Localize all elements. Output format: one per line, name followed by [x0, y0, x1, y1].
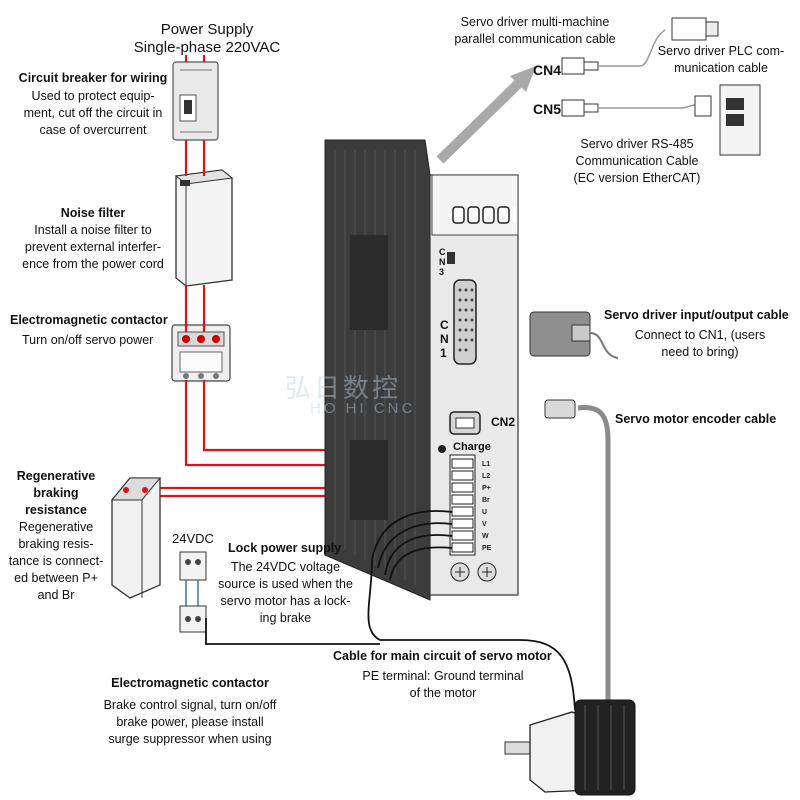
circuit-breaker-desc: ment, cut off the circuit in: [23, 106, 163, 120]
cn4-connector: [561, 17, 719, 75]
contactor-top: [171, 324, 231, 382]
dc24-supply: [179, 551, 207, 633]
cn5-label: CN5: [533, 101, 562, 117]
encoder-cable: [544, 399, 611, 700]
regen-desc: tance is connect-: [8, 554, 104, 568]
regen-title: resistance: [25, 503, 87, 517]
terminal-label: L1: [482, 461, 491, 468]
terminal-label: V: [482, 521, 487, 528]
io-cable-desc: need to bring): [661, 345, 739, 359]
regen-title: braking: [33, 486, 79, 500]
lock-power-desc: servo motor has a lock-: [220, 594, 351, 608]
rs485-desc: Communication Cable: [575, 154, 699, 168]
terminal-label: U: [482, 509, 488, 516]
main-cable-desc: of the motor: [409, 686, 477, 700]
terminal-label: L2: [482, 473, 491, 480]
noise-filter: [174, 169, 234, 287]
lock-power-desc: ing brake: [259, 611, 312, 625]
contactor-top-title: Electromagnetic contactor: [10, 313, 168, 327]
rs485-desc: (EC version EtherCAT): [573, 171, 701, 185]
io-cable-desc: Connect to CN1, (users: [634, 328, 766, 342]
terminal-label: Br: [482, 497, 490, 504]
noise-filter-desc: Install a noise filter to: [34, 223, 152, 237]
noise-filter-desc: prevent external interfer-: [24, 240, 162, 254]
power-supply-title: Power Supply: [160, 21, 254, 38]
servo-driver: [324, 139, 519, 601]
contactor-bottom-desc: surge suppressor when using: [108, 732, 272, 746]
noise-filter-desc: ence from the power cord: [22, 257, 164, 271]
cn1-label: C N 1: [440, 318, 449, 360]
multi-machine-desc: parallel communication cable: [454, 32, 616, 46]
plc-cable-desc: Servo driver PLC com-: [657, 44, 785, 58]
io-connector: [529, 311, 619, 359]
motor-wires: [205, 510, 576, 711]
regenerative-resistor: [110, 477, 162, 599]
circuit-breaker-title: Circuit breaker for wiring: [18, 71, 168, 85]
main-cable-title: Cable for main circuit of servo motor: [333, 649, 552, 663]
plc-cable-desc: munication cable: [674, 61, 768, 75]
power-supply-subtitle: Single-phase 220VAC: [133, 39, 281, 56]
watermark-latin: HO HI CNC: [310, 400, 416, 417]
cn3-label: C N 3: [439, 247, 446, 277]
comm-arrow: [436, 66, 536, 164]
contactor-top-desc: Turn on/off servo power: [22, 333, 154, 347]
lock-power-desc: The 24VDC voltage: [230, 560, 341, 574]
charge-label: Charge: [453, 441, 491, 453]
rs485-desc: Servo driver RS-485: [580, 137, 694, 151]
contactor-bottom-desc: brake power, please install: [116, 715, 264, 729]
regen-desc: and Br: [37, 588, 75, 602]
main-cable-desc: PE terminal: Ground terminal: [362, 669, 524, 683]
io-cable-title: Servo driver input/output cable: [604, 308, 789, 322]
regen-desc: ed between P+: [14, 571, 98, 585]
regen-title: Regenerative: [16, 469, 96, 483]
regen-desc: Regenerative: [18, 520, 94, 534]
dc24-label: 24VDC: [172, 531, 214, 546]
circuit-breaker-desc: Used to protect equip-: [31, 89, 155, 103]
circuit-breaker-desc: case of overcurrent: [39, 123, 147, 137]
servo-motor: [504, 699, 636, 796]
lock-power-title: Lock power supply: [228, 541, 342, 555]
regen-desc: braking resis-: [18, 537, 94, 551]
lock-power-desc: source is used when the: [218, 577, 353, 591]
terminal-label: W: [482, 533, 489, 540]
terminal-label: P+: [482, 485, 491, 492]
circuit-breaker: [172, 61, 219, 141]
contactor-bottom-title: Electromagnetic contactor: [111, 676, 269, 690]
noise-filter-title: Noise filter: [60, 206, 126, 220]
contactor-bottom-desc: Brake control signal, turn on/off: [103, 698, 277, 712]
cn5-connector: [561, 84, 761, 156]
encoder-cable-title: Servo motor encoder cable: [615, 412, 777, 426]
cn2-label: CN2: [491, 415, 516, 429]
cn4-label: CN4: [533, 62, 562, 78]
watermark: 弘日数控: [285, 373, 402, 403]
multi-machine-desc: Servo driver multi-machine: [460, 15, 610, 29]
terminal-label: PE: [482, 545, 492, 552]
